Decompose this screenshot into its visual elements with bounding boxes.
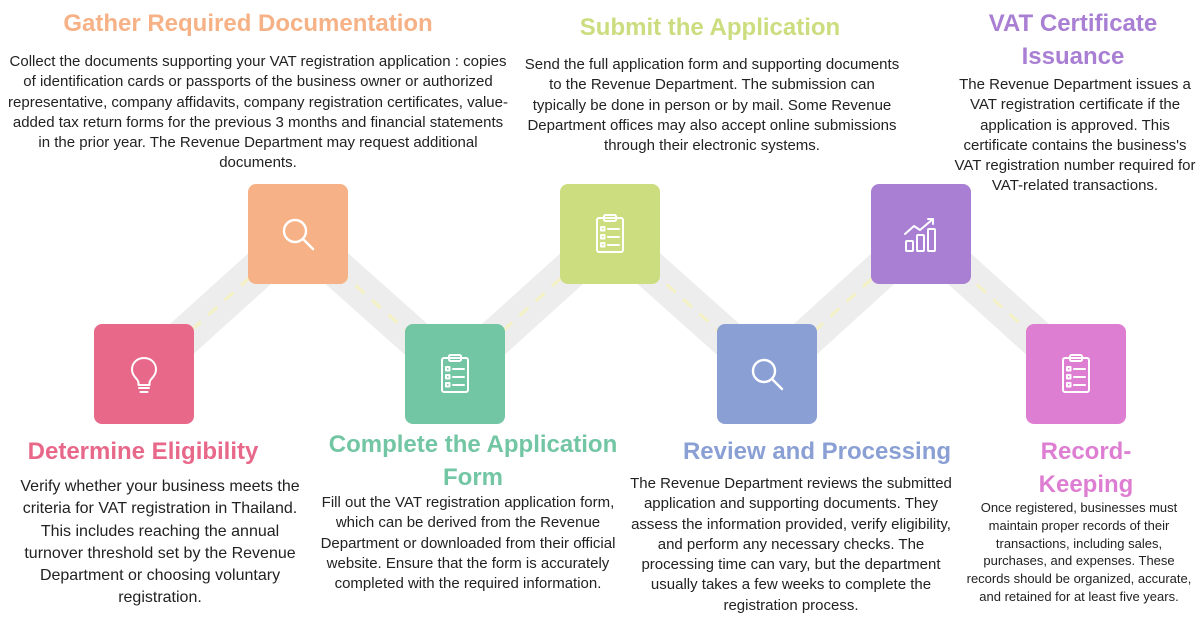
magnifier-icon: [751, 358, 784, 391]
lightbulb-icon: [131, 357, 157, 393]
step-4-tile: [560, 184, 660, 284]
step-3-tile: [405, 324, 505, 424]
growth-chart-icon: [904, 218, 936, 252]
step-7-description: Once registered, businesses must maintai…: [966, 500, 1192, 604]
step-7-title: Record-Keeping: [1038, 438, 1134, 498]
step-2-tile: [248, 184, 348, 284]
clipboard-icon: [596, 214, 624, 253]
step-2-title: Gather Required Documentation: [63, 10, 433, 37]
step-6-tile: [871, 184, 971, 284]
clipboard-icon: [1062, 354, 1090, 393]
step-6-title: VAT Certificate Issuance: [988, 10, 1158, 70]
step-4-description: Send the full application form and suppo…: [524, 56, 900, 155]
step-2-description: Collect the documents supporting your VA…: [8, 53, 508, 172]
step-1-tile: [94, 324, 194, 424]
step-4-title: Submit the Application: [579, 14, 841, 41]
magnifier-icon: [282, 218, 315, 251]
step-6-description: The Revenue Department issues a VAT regi…: [954, 76, 1196, 195]
step-5-title: Review and Processing: [682, 438, 952, 465]
step-3-title: Complete the Application Form: [328, 431, 618, 491]
step-7-tile: [1026, 324, 1126, 424]
step-1-title: Determine Eligibility: [27, 438, 259, 465]
step-5-description: The Revenue Department reviews the submi…: [630, 475, 952, 614]
step-3-description: Fill out the VAT registration applicatio…: [320, 494, 616, 593]
step-1-description: Verify whether your business meets the c…: [20, 478, 300, 607]
clipboard-icon: [441, 354, 469, 393]
step-5-tile: [717, 324, 817, 424]
